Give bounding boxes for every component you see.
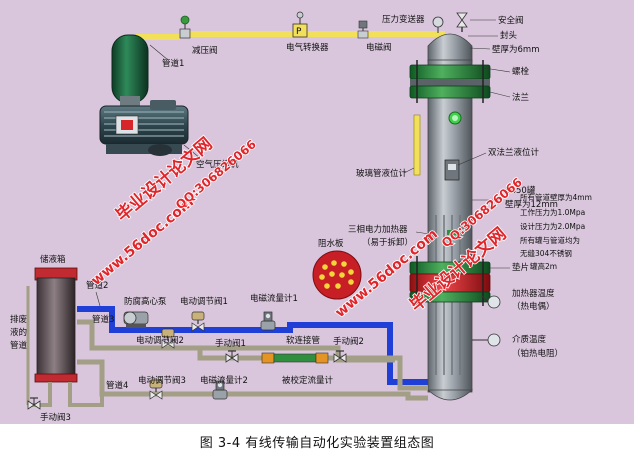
medium-rtd — [472, 333, 501, 347]
calibrated-flowmeter — [261, 352, 329, 364]
spec-line-4: 所有罐与管道均为 — [520, 235, 580, 245]
safety-valve-label: 安全阀 — [498, 15, 524, 26]
spec-line-5: 无缝304不锈钢 — [520, 248, 572, 258]
figure-caption: 图 3-4 有线传输自动化实验装置组态图 — [199, 436, 435, 451]
heater-label: 三相电力加热器 — [348, 224, 408, 235]
reducing-valve — [179, 15, 191, 39]
main-vessel — [409, 33, 491, 401]
flange-label: 法兰 — [512, 92, 529, 103]
corrosion-resistant-pump — [123, 311, 149, 328]
spec-line-3: 设计压力为2.0Mpa — [520, 221, 585, 231]
reducing-valve-label: 减压阀 — [192, 45, 218, 56]
wall-thickness-head-label: 壁厚为6mm — [492, 44, 539, 55]
pressure-transmitter — [432, 16, 444, 33]
pipe-network — [26, 286, 428, 407]
baffle-label: 阻水板 — [318, 238, 344, 249]
manual-valve3-label: 手动阀3 — [40, 412, 71, 423]
gasket-label: 垫片 — [512, 262, 529, 273]
ep-converter: P — [292, 11, 308, 38]
safety-valve — [456, 12, 468, 32]
elec-valve2-label: 电动调节阀2 — [136, 335, 184, 346]
bolt-label: 螺栓 — [512, 66, 530, 77]
svg-text:P: P — [296, 27, 302, 37]
manual-valve1-label: 手动阀1 — [215, 338, 246, 349]
drain-label-2: 液的 — [10, 327, 27, 338]
storage-tank-label: 储液箱 — [40, 254, 66, 265]
elec-valve1-label: 电动调节阀1 — [180, 296, 228, 307]
drain-label-1: 排废 — [10, 314, 28, 325]
pipe4-label: 管道4 — [106, 380, 128, 391]
medium-temp-label-2: （铂热电阻） — [512, 348, 563, 359]
pressure-transmitter-label: 压力变送器 — [382, 14, 425, 25]
storage-tank — [34, 267, 78, 383]
medium-temp-label-1: 介质温度 — [512, 334, 547, 345]
heater-note-label: （易于拆卸） — [362, 237, 413, 248]
spec-line-2: 工作压力为1.0Mpa — [520, 207, 585, 217]
elec-flowmeter1-label: 电磁流量计1 — [250, 293, 298, 304]
elec-flowmeter2-label: 电磁流量计2 — [200, 375, 248, 386]
heater-temp-label-2: （热电偶） — [512, 301, 555, 312]
glass-level-gauge-label: 玻璃管液位计 — [356, 168, 408, 179]
heater-thermocouple — [481, 295, 501, 309]
calibrated-flowmeter-label: 被校定流量计 — [282, 375, 334, 386]
pipe2-label: 管道2 — [86, 280, 108, 291]
elec-valve3-label: 电动调节阀3 — [138, 375, 186, 386]
double-flange-level-label: 双法兰液位计 — [488, 147, 540, 158]
air-compressor — [99, 34, 189, 156]
solenoid-valve — [357, 20, 369, 39]
manual-valve2-label: 手动阀2 — [333, 336, 364, 347]
spec-notes: 所有管道壁厚为4mm 工作压力为1.0Mpa 设计压力为2.0Mpa 所有罐与管… — [520, 192, 592, 271]
water-baffle — [312, 250, 362, 300]
spec-line-1: 所有管道壁厚为4mm — [520, 192, 592, 202]
pump-label: 防腐高心泵 — [124, 296, 167, 307]
ep-converter-label: 电气转换器 — [286, 42, 329, 53]
pipe1-label: 管道1 — [162, 58, 184, 69]
solenoid-valve-label: 电磁阀 — [366, 42, 392, 53]
spec-line-6: 罐高2m — [530, 261, 557, 271]
compressor-label: 空气压缩机 — [196, 159, 239, 170]
head-label: 封头 — [500, 30, 518, 41]
tank-dia-label: φ450罐 — [505, 185, 536, 196]
heater-temp-label-1: 加热器温度 — [512, 288, 555, 299]
drain-label-3: 管道 — [10, 340, 28, 351]
soft-pipe-label: 软连接管 — [286, 335, 320, 346]
wall-thickness-tank-label: 壁厚为12mm — [505, 199, 558, 210]
pipe3-label: 管道3 — [92, 314, 114, 325]
